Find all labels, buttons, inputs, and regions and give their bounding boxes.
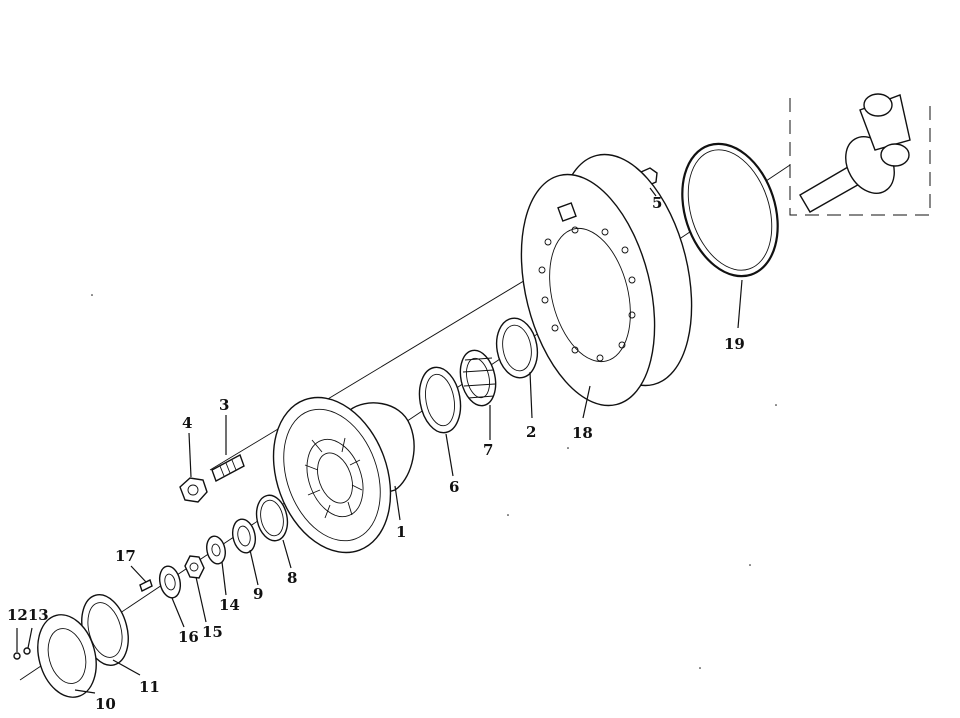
label-6: 6 [449, 478, 459, 496]
scan-specks [91, 294, 777, 669]
part-14-washer [206, 535, 226, 565]
part-2-seal-ring [495, 317, 539, 379]
label-7: 7 [483, 441, 493, 459]
label-1: 1 [396, 523, 406, 541]
knuckle-eye-upper [863, 93, 893, 117]
label-14: 14 [219, 596, 240, 614]
label-8: 8 [287, 569, 297, 587]
label-9: 9 [253, 585, 263, 603]
steering-knuckle [789, 93, 931, 216]
part-19-ring [681, 142, 779, 278]
part-3-wheel-stud [211, 454, 245, 482]
part-15-axle-nut [184, 555, 205, 579]
label-2: 2 [526, 423, 536, 441]
label-10: 10 [95, 695, 116, 713]
part-10-hub-cap [37, 614, 97, 698]
label-16: 16 [178, 628, 199, 646]
label-4: 4 [182, 414, 192, 432]
label-17: 17 [115, 547, 136, 565]
part-12-13-bolts [13, 647, 31, 660]
label-3: 3 [219, 396, 229, 414]
knuckle-eye-lower [880, 143, 910, 167]
part-17-screw [139, 579, 153, 592]
part-7-tapered-bearing [459, 349, 497, 407]
part-6-bearing-race [418, 366, 462, 434]
part-18-brake-drum [520, 153, 693, 407]
label-19: 19 [724, 335, 745, 353]
label-11: 11 [139, 678, 160, 696]
label-18: 18 [572, 424, 593, 442]
label-5: 5 [652, 194, 662, 212]
leader-lines [16, 187, 743, 694]
label-1213: 1213 [7, 606, 49, 624]
label-15: 15 [202, 623, 223, 641]
knuckle-dashed-box [789, 98, 931, 216]
part-4-wheel-nut [179, 477, 208, 503]
part-8-seal [255, 494, 289, 542]
part-16-lock-plate [158, 565, 182, 599]
part-labels: 3 4 5 19 18 2 7 6 1 8 9 14 15 16 17 11 1… [7, 194, 745, 713]
part-9-bearing [231, 518, 257, 554]
part-1-wheel-hub [272, 396, 415, 554]
